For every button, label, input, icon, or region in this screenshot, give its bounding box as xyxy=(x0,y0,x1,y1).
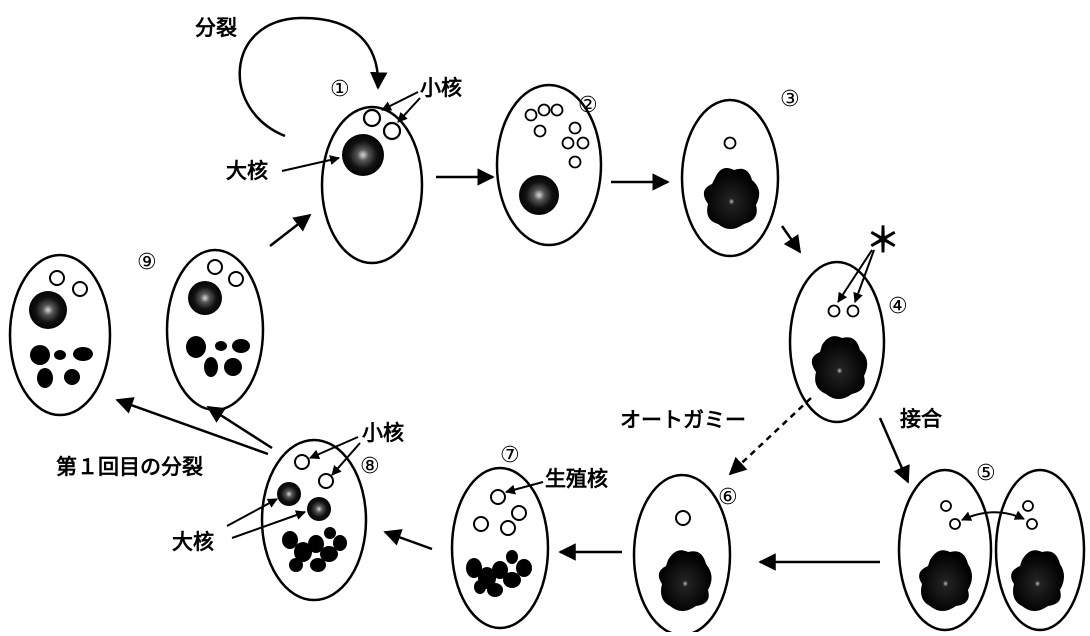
macronucleus xyxy=(307,497,331,521)
cell-stage-1 xyxy=(322,107,422,263)
pointer-arrow xyxy=(398,98,420,122)
label-division: 分裂 xyxy=(195,16,237,40)
cell-stage-6 xyxy=(634,475,730,632)
macronucleus xyxy=(342,134,384,176)
macronucleus xyxy=(519,175,559,215)
macronucleus xyxy=(277,482,301,506)
asterisk-mark: ＊ xyxy=(866,221,900,261)
cell-stage-3 xyxy=(682,100,778,256)
stage-number-6: ⑥ xyxy=(718,485,738,510)
cell-stage-9 xyxy=(167,250,263,410)
cell-stage-7 xyxy=(452,468,548,628)
cell-daughter-first-division xyxy=(10,255,110,415)
label-conjugation: 接合 xyxy=(900,407,943,431)
label-first-division: 第１回目の分裂 xyxy=(56,455,203,479)
stage-number-2: ② xyxy=(578,93,598,118)
stage-number-4: ④ xyxy=(888,294,908,319)
label-autogamy: オートガミー xyxy=(620,408,746,432)
label-micronucleus-bottom: 小核 xyxy=(362,421,404,445)
stage-number-5: ⑤ xyxy=(976,461,996,486)
label-micronucleus-top: 小核 xyxy=(420,76,462,100)
micronucleus xyxy=(364,110,380,126)
stage-number-8: ⑧ xyxy=(360,454,380,479)
stage-number-1: ① xyxy=(330,77,350,102)
label-germ-nucleus: 生殖核 xyxy=(545,467,608,491)
cell-stage-5 xyxy=(899,470,1084,630)
stage-number-9: ⑨ xyxy=(137,250,157,275)
stage-number-7: ⑦ xyxy=(500,443,520,468)
label-macronucleus-top: 大核 xyxy=(226,159,268,183)
stage-number-3: ③ xyxy=(780,87,800,112)
label-macronucleus-bottom: 大核 xyxy=(172,530,214,554)
cell-stage-8 xyxy=(262,440,366,600)
micronucleus xyxy=(384,123,400,139)
cell-stage-4 xyxy=(790,262,884,422)
